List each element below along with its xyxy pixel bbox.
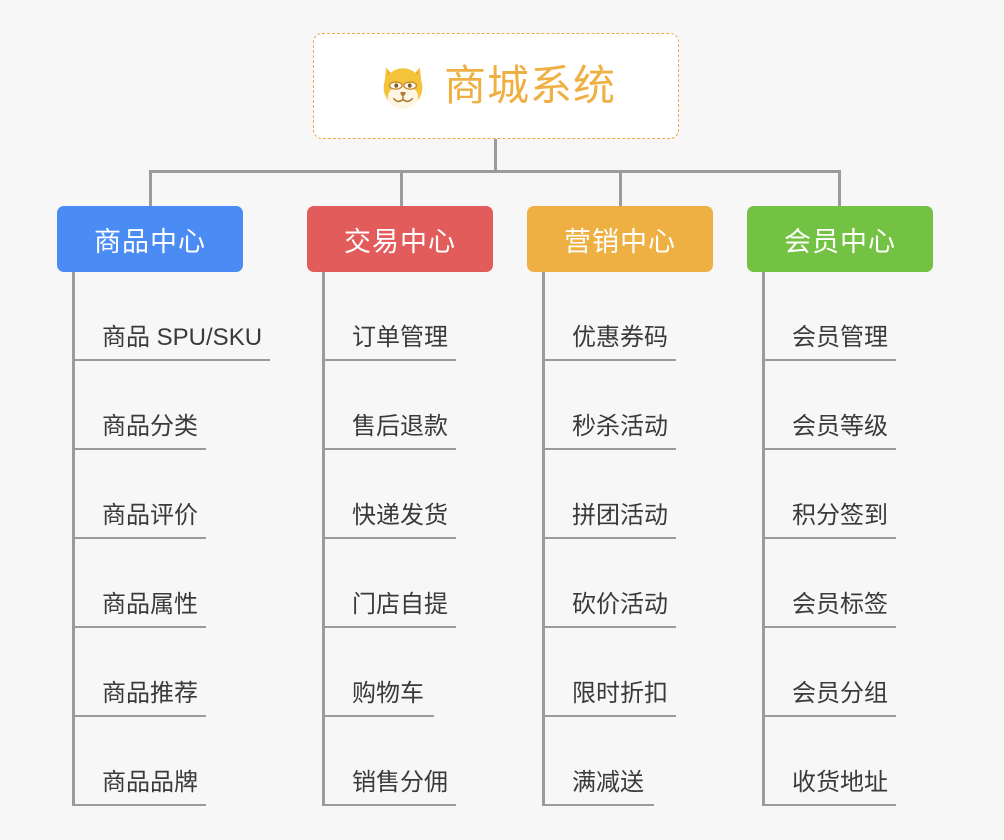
leaf-underline <box>322 626 456 628</box>
branch-spine-1 <box>322 272 325 806</box>
leaf-label: 订单管理 <box>352 323 448 351</box>
leaf-underline <box>762 715 896 717</box>
leaf-label: 积分签到 <box>792 501 888 529</box>
leaf-label: 购物车 <box>352 679 424 707</box>
leaf-label: 销售分佣 <box>352 768 448 796</box>
leaf-underline <box>542 626 676 628</box>
category-box-3[interactable]: 会员中心 <box>747 206 933 272</box>
leaf-label: 商品品牌 <box>102 768 198 796</box>
leaf-underline <box>72 448 206 450</box>
leaf-label: 会员标签 <box>792 590 888 618</box>
connector-drop-3 <box>838 170 841 208</box>
leaf-label: 会员分组 <box>792 679 888 707</box>
connector-drop-2 <box>619 170 622 208</box>
category-box-0[interactable]: 商品中心 <box>57 206 243 272</box>
leaf-label: 拼团活动 <box>572 501 668 529</box>
leaf-label: 限时折扣 <box>572 679 668 707</box>
leaf-underline <box>762 448 896 450</box>
leaf-underline <box>72 626 206 628</box>
leaf-label: 商品 SPU/SKU <box>102 323 263 351</box>
branch-spine-0 <box>72 272 75 806</box>
leaf-label: 快递发货 <box>352 501 448 529</box>
category-label-3: 会员中心 <box>784 226 896 257</box>
leaf-underline <box>322 359 456 361</box>
leaf-underline <box>762 537 896 539</box>
leaf-underline <box>542 448 676 450</box>
category-box-2[interactable]: 营销中心 <box>527 206 713 272</box>
leaf-underline <box>762 804 896 806</box>
leaf-underline <box>322 537 456 539</box>
leaf-label: 秒杀活动 <box>572 412 668 440</box>
leaf-underline <box>762 626 896 628</box>
connector-drop-1 <box>400 170 403 208</box>
leaf-label: 商品推荐 <box>102 679 198 707</box>
leaf-label: 商品属性 <box>102 590 198 618</box>
leaf-underline <box>72 537 206 539</box>
leaf-label: 商品分类 <box>102 412 198 440</box>
connector-root-stem <box>494 139 497 172</box>
leaf-underline <box>542 715 676 717</box>
connector-drop-0 <box>149 170 152 208</box>
leaf-underline <box>542 359 676 361</box>
leaf-underline <box>72 359 270 361</box>
leaf-label: 砍价活动 <box>572 590 668 618</box>
leaf-underline <box>762 359 896 361</box>
leaf-label: 满减送 <box>572 768 644 796</box>
leaf-underline <box>322 448 456 450</box>
leaf-underline <box>542 804 654 806</box>
leaf-underline <box>322 804 456 806</box>
category-box-1[interactable]: 交易中心 <box>307 206 493 272</box>
branch-spine-3 <box>762 272 765 806</box>
category-label-2: 营销中心 <box>564 226 676 257</box>
connector-horizontal-bus <box>150 170 840 173</box>
category-label-1: 交易中心 <box>344 226 456 257</box>
leaf-label: 会员等级 <box>792 412 888 440</box>
leaf-label: 收货地址 <box>792 768 888 796</box>
category-label-0: 商品中心 <box>94 226 206 257</box>
leaf-label: 优惠券码 <box>572 323 668 351</box>
branch-spine-2 <box>542 272 545 806</box>
dog-face-icon <box>383 67 423 109</box>
leaf-underline <box>542 537 676 539</box>
leaf-underline <box>72 715 206 717</box>
root-node[interactable]: 商城系统 <box>313 33 679 139</box>
leaf-underline <box>322 715 434 717</box>
leaf-label: 门店自提 <box>352 590 448 618</box>
leaf-underline <box>72 804 206 806</box>
leaf-label: 商品评价 <box>102 501 198 529</box>
leaf-label: 会员管理 <box>792 323 888 351</box>
root-title: 商城系统 <box>443 62 616 109</box>
leaf-label: 售后退款 <box>352 412 448 440</box>
